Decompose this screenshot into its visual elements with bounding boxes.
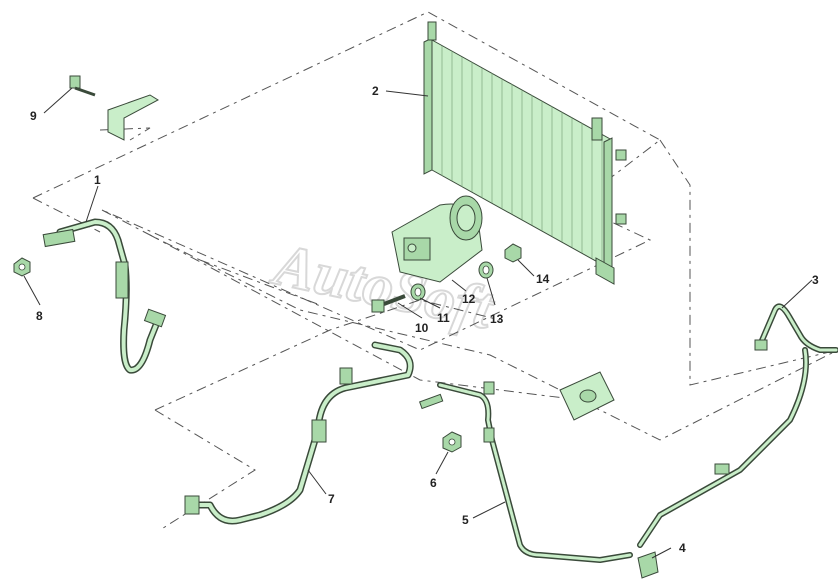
nut-6: [442, 431, 462, 453]
nut-8: [13, 257, 31, 277]
callout-3: 3: [812, 273, 819, 287]
condenser: [423, 21, 627, 285]
grommet-plate: [559, 371, 615, 421]
callout-1: 1: [94, 173, 101, 187]
hose-7: [184, 341, 414, 525]
bolt-10: [371, 294, 406, 313]
seal-11: [410, 283, 426, 301]
pipe-1: [42, 218, 167, 374]
callout-4: 4: [679, 541, 686, 555]
clip-4: [637, 551, 659, 579]
callouts: 1 2 3 4 5 6 7 8 9 10 11 12 13 14: [30, 84, 819, 555]
callout-13: 13: [490, 312, 504, 326]
leader-lines: [23, 87, 813, 559]
callout-7: 7: [328, 492, 335, 506]
callout-5: 5: [462, 513, 469, 527]
callout-8: 8: [36, 309, 43, 323]
callout-10: 10: [415, 321, 429, 335]
bracket-9: [69, 75, 160, 141]
callout-14: 14: [536, 272, 550, 286]
callout-2: 2: [372, 84, 379, 98]
callout-12: 12: [462, 292, 476, 306]
callout-11: 11: [437, 311, 450, 325]
washer-13: [478, 261, 494, 279]
callout-9: 9: [30, 109, 37, 123]
callout-6: 6: [430, 476, 437, 490]
compressor: [391, 195, 483, 283]
line-3: [637, 303, 838, 548]
nut-14: [504, 243, 522, 263]
hose-5: [418, 381, 633, 563]
